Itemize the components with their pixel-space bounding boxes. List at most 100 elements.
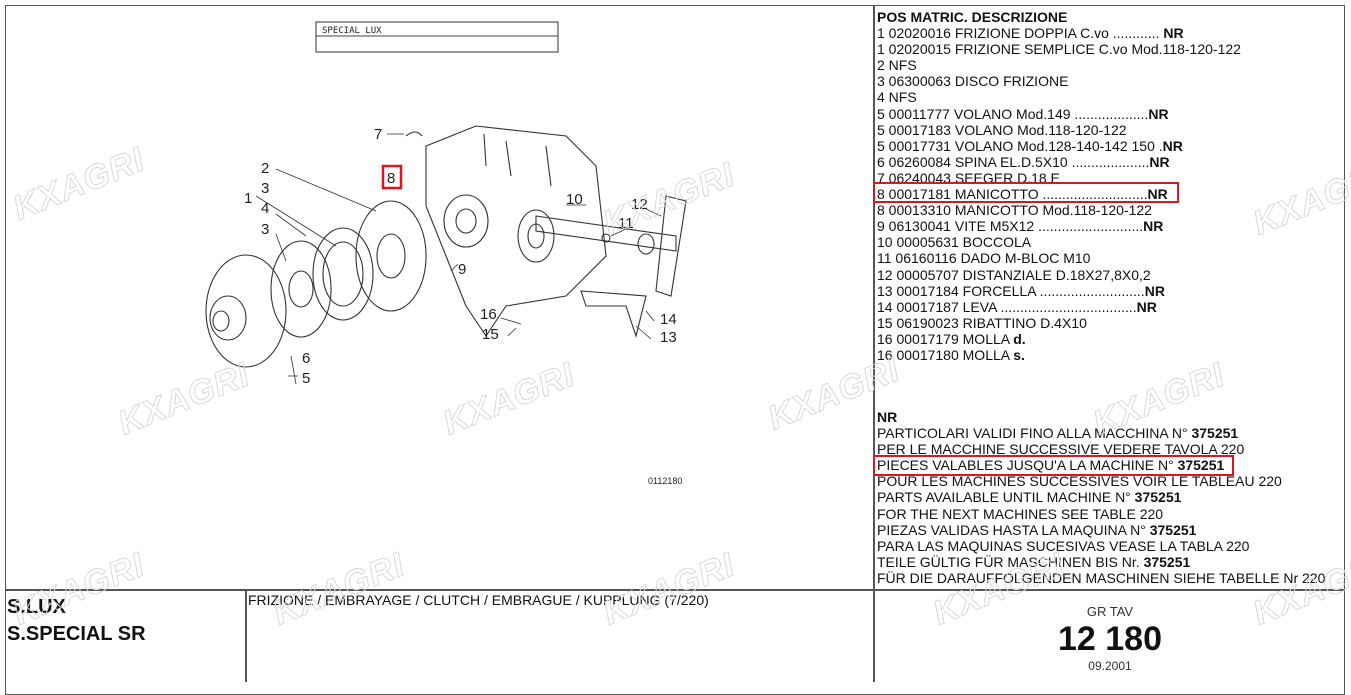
note-line: PIEZAS VALIDAS HASTA LA MAQUINA N° 37525… — [877, 522, 1325, 538]
date: 09.2001 — [1088, 659, 1132, 673]
parts-list-row: 2 NFS — [877, 57, 1343, 73]
parts-list-row: 4 NFS — [877, 89, 1343, 105]
note-line: PARTICOLARI VALIDI FINO ALLA MACCHINA N°… — [877, 425, 1325, 441]
callout-8: 8 — [387, 170, 395, 187]
machine-number: 375251 — [1149, 521, 1197, 538]
part-text: 6 06260084 SPINA EL.D.5X10 .............… — [877, 153, 1150, 170]
part-text: 16 00017179 MOLLA — [877, 330, 1014, 347]
note-text: PARA LAS MAQUINAS SUCESIVAS VEASE LA TAB… — [877, 537, 1250, 554]
parts-list-row: 6 06260084 SPINA EL.D.5X10 .............… — [877, 154, 1343, 170]
model-name: S.SPECIAL SR — [7, 623, 146, 645]
note-line: FÜR DIE DARAUFFOLGENDEN MASCHINEN SIEHE … — [877, 570, 1325, 586]
part-text: 7 06240043 SEEGER D.18 E — [877, 169, 1060, 186]
part-tag: s. — [1013, 346, 1025, 363]
callout-11: 11 — [618, 215, 634, 232]
part-tag: NR — [1163, 25, 1184, 42]
title-box: SPECIAL LUX — [315, 21, 559, 53]
callout-13: 13 — [660, 329, 677, 346]
exploded-diagram: SPECIAL LUX — [6, 6, 872, 589]
note-text: PER LE MACCHINE SUCCESSIVE VEDERE TAVOLA… — [877, 441, 1245, 458]
model-name: S.LUX — [7, 596, 66, 618]
highlight-pieces-valables — [873, 455, 1234, 476]
callout-9: 9 — [458, 261, 466, 278]
part-text: 1 02020016 FRIZIONE DOPPIA C.vo ........… — [877, 25, 1164, 42]
parts-list-row: 8 00013310 MANICOTTO Mod.118-120-122 — [877, 202, 1343, 218]
parts-list-row: 5 00017731 VOLANO Mod.128-140-142 150 .N… — [877, 138, 1343, 154]
group-description: FRIZIONE / EMBRAYAGE / CLUTCH / EMBRAGUE… — [248, 592, 709, 608]
part-text: 5 00017183 VOLANO Mod.118-120-122 — [877, 121, 1127, 138]
machine-number: 375251 — [1177, 457, 1225, 474]
part-tag: NR — [1136, 298, 1157, 315]
callout-12: 12 — [631, 196, 648, 213]
part-text: 8 00013310 MANICOTTO Mod.118-120-122 — [877, 202, 1152, 219]
parts-list-row: 8 00017181 MANICOTTO ...................… — [877, 186, 1343, 202]
parts-list-row: 1 02020016 FRIZIONE DOPPIA C.vo ........… — [877, 25, 1343, 41]
note-text: PIECES VALABLES JUSQU'A LA MACHINE N° — [877, 457, 1178, 474]
note-line: PIECES VALABLES JUSQU'A LA MACHINE N° 37… — [877, 457, 1325, 473]
part-tag: NR — [1149, 153, 1170, 170]
gearbox-housing — [425, 125, 607, 337]
parts-list-row: 15 06190023 RIBATTINO D.4X10 — [877, 315, 1343, 331]
part-text: 9 06130041 VITE M5X12 ..................… — [877, 218, 1144, 235]
machine-number: 375251 — [1143, 553, 1191, 570]
notes-header: NR — [877, 409, 898, 425]
notes: NR PARTICOLARI VALIDI FINO ALLA MACCHINA… — [877, 409, 1325, 586]
drawing-code: 0112180 — [648, 476, 682, 486]
part-tag: NR — [1148, 105, 1169, 122]
note-line: TEILE GÜLTIG FÜR MASCHINEN BIS Nr. 37525… — [877, 554, 1325, 570]
parts-list-row: 13 00017184 FORCELLA ...................… — [877, 283, 1343, 299]
callout-3b: 3 — [261, 221, 269, 238]
machine-number: 375251 — [1191, 425, 1239, 442]
part-text: 16 00017180 MOLLA — [877, 346, 1014, 363]
parts-list-row: 10 00005631 BOCCOLA — [877, 234, 1343, 250]
part-tag: d. — [1013, 330, 1026, 347]
note-text: FÜR DIE DARAUFFOLGENDEN MASCHINEN SIEHE … — [877, 569, 1326, 586]
callout-16: 16 — [480, 306, 497, 323]
callout-1: 1 — [244, 190, 252, 207]
part-tag: NR — [1144, 282, 1165, 299]
parts-list-row: 16 00017180 MOLLA s. — [877, 347, 1343, 363]
part-text: 12 00005707 DISTANZIALE D.18X27,8X0,2 — [877, 266, 1151, 283]
part-text: 8 00017181 MANICOTTO ...................… — [877, 186, 1148, 203]
note-text: PARTS AVAILABLE UNTIL MACHINE N° — [877, 489, 1135, 506]
divider — [873, 5, 875, 682]
part-text: 13 00017184 FORCELLA ...................… — [877, 282, 1145, 299]
parts-list-row: 7 06240043 SEEGER D.18 E — [877, 170, 1343, 186]
parts-list-row: 5 00011777 VOLANO Mod.149 ..............… — [877, 106, 1343, 122]
part-tag: NR — [1147, 186, 1168, 203]
machine-number: 375251 — [1134, 489, 1182, 506]
part-text: 14 00017187 LEVA .......................… — [877, 298, 1137, 315]
parts-list-row: 12 00005707 DISTANZIALE D.18X27,8X0,2 — [877, 267, 1343, 283]
note-line: FOR THE NEXT MACHINES SEE TABLE 220 — [877, 506, 1325, 522]
note-text: TEILE GÜLTIG FÜR MASCHINEN BIS Nr. — [877, 553, 1144, 570]
part-text: 5 00017731 VOLANO Mod.128-140-142 150 . — [877, 137, 1163, 154]
part-text: 3 06300063 DISCO FRIZIONE — [877, 73, 1069, 90]
parts-list-row: 9 06130041 VITE M5X12 ..................… — [877, 218, 1343, 234]
parts-list-row: 11 06160116 DADO M-BLOC M10 — [877, 250, 1343, 266]
note-text: PARTICOLARI VALIDI FINO ALLA MACCHINA N° — [877, 425, 1192, 442]
note-line: POUR LES MACHINES SUCCESSIVES VOIR LE TA… — [877, 473, 1325, 489]
part-tag: NR — [1143, 218, 1164, 235]
divider — [245, 589, 247, 682]
callout-3: 3 — [261, 180, 269, 197]
title-box-label: SPECIAL LUX — [322, 26, 382, 36]
part-tag: NR — [1162, 137, 1183, 154]
highlight-manicotto — [873, 182, 1179, 203]
callout-5: 5 — [302, 370, 310, 387]
parts-list-row: 3 06300063 DISCO FRIZIONE — [877, 73, 1343, 89]
parts-list: POS MATRIC. DESCRIZIONE 1 02020016 FRIZI… — [877, 9, 1343, 363]
part-text: 2 NFS — [877, 57, 917, 74]
fork-shaft — [535, 195, 687, 338]
note-text: PIEZAS VALIDAS HASTA LA MAQUINA N° — [877, 521, 1150, 538]
divider — [5, 589, 1345, 591]
leader-lines — [255, 133, 662, 385]
note-line: PER LE MACCHINE SUCCESSIVE VEDERE TAVOLA… — [877, 441, 1325, 457]
callout-15: 15 — [482, 326, 499, 343]
callout-14: 14 — [660, 311, 677, 328]
callout-6: 6 — [302, 350, 310, 367]
gr-tav-block: GR TAV 12 180 09.2001 — [875, 604, 1345, 673]
parts-list-row: 1 02020015 FRIZIONE SEMPLICE C.vo Mod.11… — [877, 41, 1343, 57]
part-text: 5 00011777 VOLANO Mod.149 ..............… — [877, 105, 1149, 122]
model-names: S.LUX S.SPECIAL SR — [7, 594, 146, 648]
part-text: 10 00005631 BOCCOLA — [877, 234, 1032, 251]
